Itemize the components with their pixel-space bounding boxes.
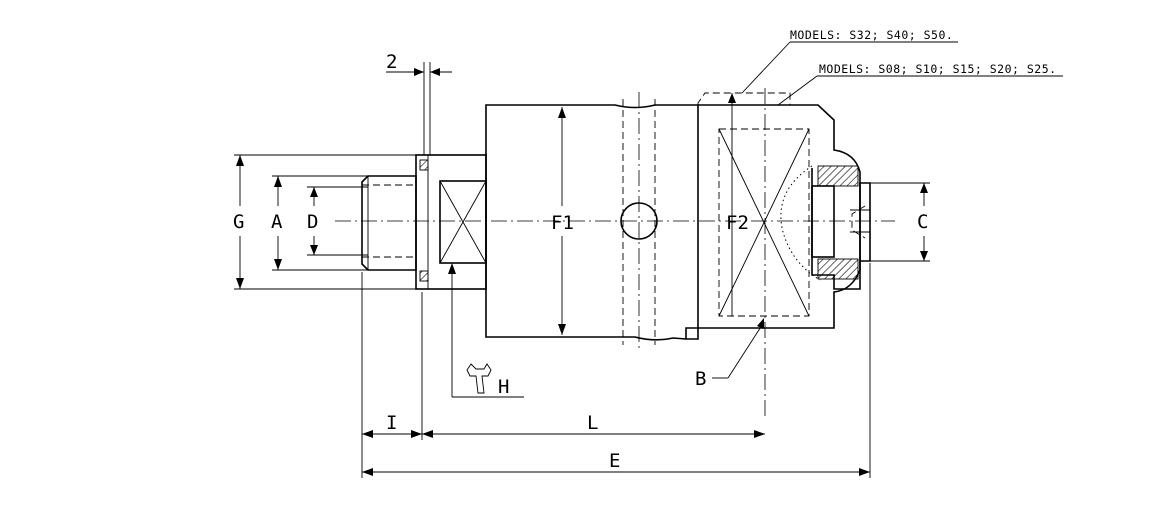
label-d: D — [307, 211, 318, 233]
label-i: I — [386, 412, 397, 434]
label-a: A — [271, 211, 283, 233]
label-f1: F1 — [551, 212, 574, 234]
dim-f1 — [558, 107, 566, 335]
note-small-models-leader — [777, 75, 1063, 106]
dim-c — [870, 182, 930, 262]
hex-h-leader — [448, 263, 524, 398]
label-h: H — [498, 376, 509, 398]
label-2: 2 — [386, 51, 397, 73]
dim-l — [422, 430, 765, 438]
dim-e — [362, 263, 871, 478]
label-g: G — [233, 211, 244, 233]
outlet-connector — [811, 165, 871, 290]
body-f1 — [485, 92, 699, 350]
dim-a — [272, 175, 368, 271]
dim-2 — [386, 62, 452, 155]
label-e: E — [609, 450, 620, 472]
label-f2: F2 — [726, 212, 749, 234]
label-l: L — [587, 412, 598, 434]
b-leader — [712, 318, 765, 379]
label-b: B — [695, 368, 706, 390]
dim-d — [307, 186, 368, 256]
wrench-icon — [466, 363, 492, 394]
dim-g — [234, 154, 416, 290]
dim-i — [361, 272, 423, 478]
note-large-models: MODELS: S32; S40; S50. — [790, 28, 953, 42]
label-c: C — [917, 211, 928, 233]
inlet-thread — [361, 175, 417, 271]
outline-large-models — [697, 92, 791, 105]
hex-h — [439, 180, 487, 264]
note-small-models: MODELS: S08; S10; S15; S20; S25. — [819, 62, 1057, 76]
note-large-models-leader — [741, 41, 958, 94]
